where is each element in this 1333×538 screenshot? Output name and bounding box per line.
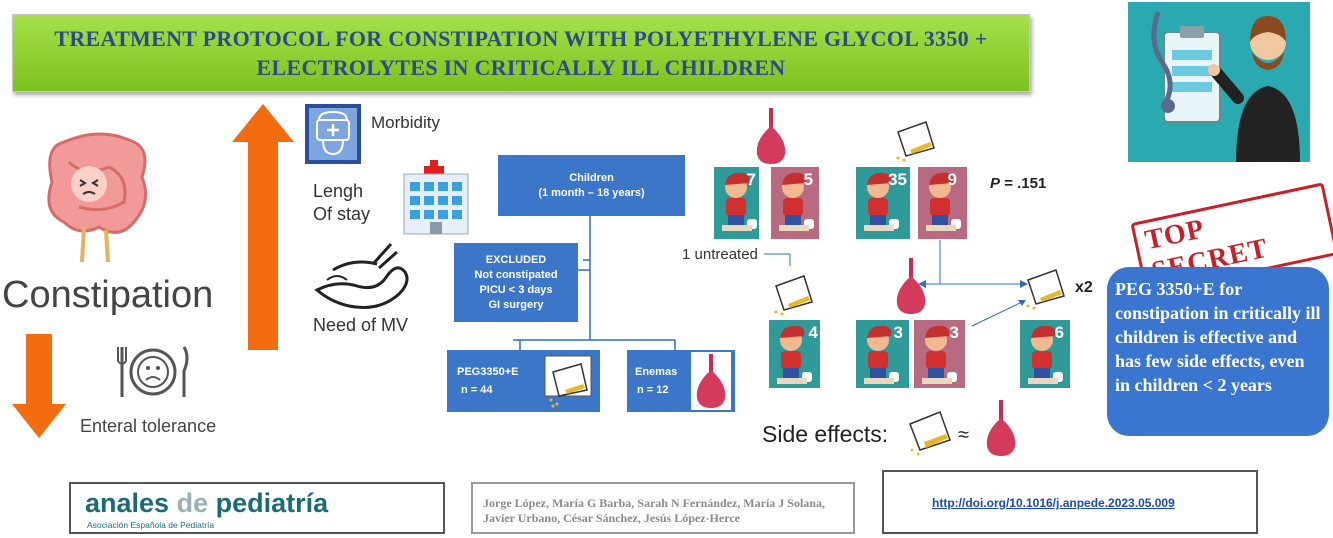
excluded-box: EXCLUDED Not constipated PICU < 3 days G…: [454, 243, 578, 322]
peg-box: PEG3350+E n = 44: [447, 350, 600, 412]
plate-icon: [117, 346, 189, 397]
doi-box: http://doi.org/10.1016/j.anpede.2023.05.…: [882, 470, 1258, 534]
enema-bulb-icon: [691, 352, 731, 410]
side-effects-label: Side effects:: [762, 421, 889, 447]
title-text: TREATMENT PROTOCOL FOR CONSTIPATION WITH…: [54, 26, 988, 80]
authors-text: Jorge López, María G Barba, Sarah N Fern…: [483, 496, 825, 525]
result-card-enema-fail: 5: [771, 167, 819, 239]
society-name: Asociación Española de Pediatría: [87, 520, 215, 530]
result-card-enema-success: 7: [714, 167, 759, 239]
powder-sachet-icon-side: [909, 411, 951, 456]
title-banner: TREATMENT PROTOCOL FOR CONSTIPATION WITH…: [12, 14, 1030, 92]
x2-label: x2: [1075, 279, 1093, 296]
count-value: 35: [888, 170, 907, 189]
powder-sachet-icon-untreated: [774, 275, 813, 316]
enema-bulb-icon-side: [986, 400, 1016, 456]
intestine-icon: [47, 132, 148, 263]
medical-kit-icon: [305, 104, 361, 164]
result-card-peg-fail: 9: [918, 167, 967, 239]
count-value: 7: [746, 170, 756, 189]
flow-connectors: [513, 215, 676, 350]
enema-bulb-icon-mid: [896, 258, 926, 314]
need-of-mv-label: Need of MV: [313, 315, 409, 335]
baby-icon: [926, 172, 961, 231]
doi-link[interactable]: http://doi.org/10.1016/j.anpede.2023.05.…: [932, 496, 1175, 510]
enemas-box: Enemas n = 12: [627, 350, 735, 412]
result-card-peg-success: 35: [856, 167, 910, 239]
powder-sachet-icon-top: [896, 121, 935, 162]
approx-symbol: ≈: [958, 424, 969, 446]
powder-sachet-icon: [544, 355, 592, 408]
up-arrow-icon: [232, 104, 294, 350]
ventilation-icon: [314, 242, 409, 309]
constipation-label: Constipation: [2, 274, 214, 316]
down-arrow-icon: [12, 334, 66, 438]
count-value: 3: [893, 323, 903, 342]
children-box: Children(1 month – 18 years): [498, 155, 685, 216]
result-connectors: [764, 240, 1028, 327]
count-value: 3: [949, 323, 959, 342]
enema-bulb-icon-top: [756, 108, 786, 164]
enteral-tolerance-label: Enteral tolerance: [80, 416, 217, 436]
authors-box: Jorge López, María G Barba, Sarah N Fern…: [471, 482, 855, 534]
result-card-rescue-success: 3: [856, 320, 909, 388]
morbidity-label: Morbidity: [371, 113, 440, 132]
result-card-untreated-peg: 4: [769, 320, 820, 388]
powder-sachet-icon-mid: [1026, 269, 1065, 310]
result-card-double-dose: 6: [1020, 320, 1070, 388]
count-value: 6: [1054, 323, 1064, 342]
untreated-label: 1 untreated: [682, 246, 758, 263]
result-card-rescue-fail: 3: [914, 320, 965, 388]
count-value: 9: [947, 170, 957, 189]
journal-logo-box: anales de pediatría Asociación Española …: [69, 482, 445, 534]
doctor-illustration: [1128, 2, 1310, 162]
count-value: 4: [808, 323, 818, 342]
journal-name: anales de pediatría: [85, 488, 329, 518]
p-value-label: P = .151: [990, 175, 1047, 192]
hospital-icon: [403, 160, 469, 235]
count-value: 5: [803, 170, 813, 189]
conclusion-box: PEG 3350+E for constipation in criticall…: [1107, 267, 1329, 436]
